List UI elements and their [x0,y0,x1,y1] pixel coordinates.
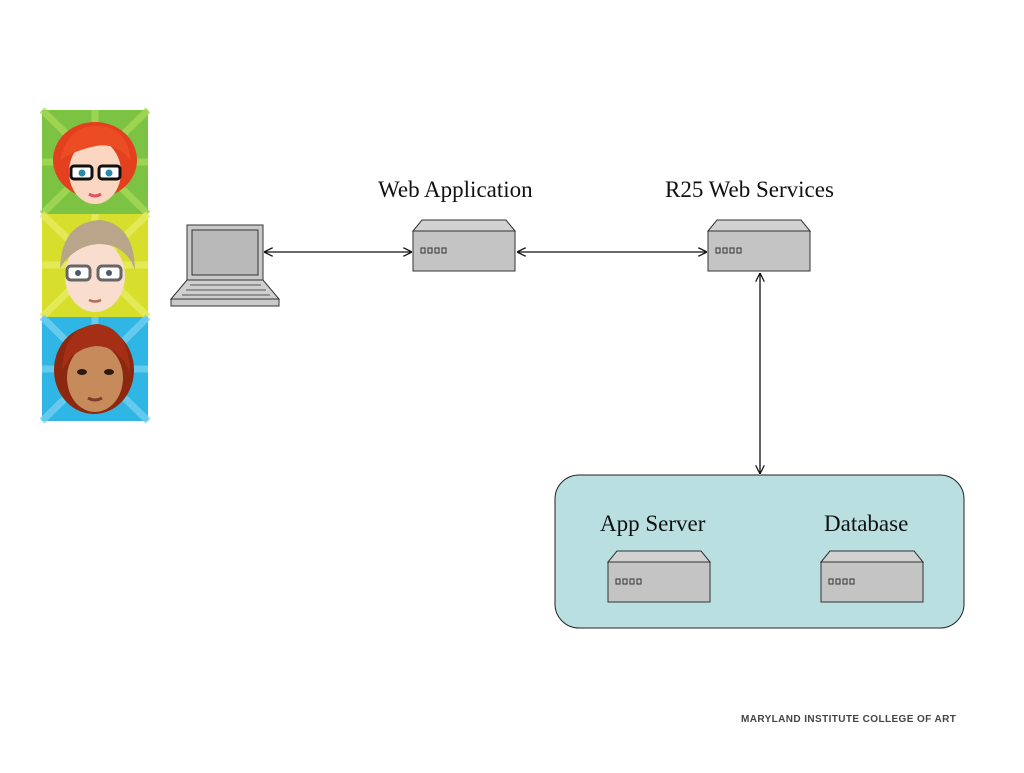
user-panel-blue [39,314,151,424]
web-application-label: Web Application [378,177,533,202]
app-server-icon [607,550,711,603]
user-panel-green [39,107,151,217]
laptop-icon [169,224,281,307]
r25-web-services-server-icon [707,219,811,272]
user-panel-yellow [39,211,151,320]
web-application-server-icon [412,219,516,272]
users-illustration [39,107,151,424]
r25-web-services-label: R25 Web Services [665,177,834,202]
app-server-label: App Server [600,511,706,536]
database-server-icon [820,550,924,603]
footer-institution-name: MARYLAND INSTITUTE COLLEGE OF ART [741,714,957,725]
database-label: Database [824,511,909,536]
